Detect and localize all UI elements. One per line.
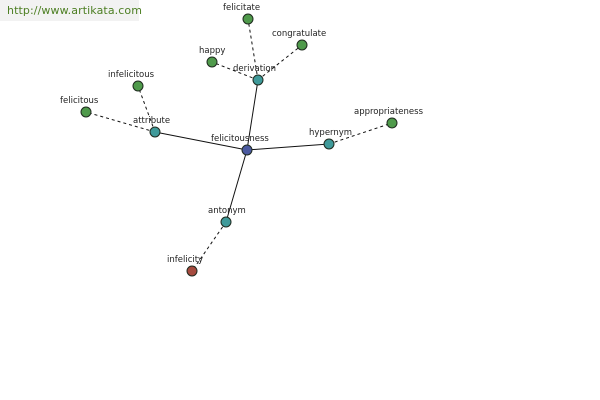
edge-felicitousness-hypernym bbox=[246, 143, 330, 151]
node-congratulate[interactable] bbox=[296, 39, 308, 51]
node-label-infelicitous: infelicitous bbox=[108, 70, 155, 80]
source-url-banner: http://www.artikata.com bbox=[0, 0, 143, 21]
node-attribute[interactable] bbox=[149, 126, 161, 138]
node-hypernym[interactable] bbox=[323, 138, 335, 150]
node-label-infelicity: infelicity bbox=[167, 255, 203, 265]
node-label-derivation: derivation bbox=[233, 64, 276, 74]
node-label-hypernym: hypernym bbox=[309, 128, 352, 138]
node-label-attribute: attribute bbox=[133, 116, 170, 126]
node-happy[interactable] bbox=[206, 56, 218, 68]
node-antonym[interactable] bbox=[220, 216, 232, 228]
graph-labels: felicitousness derivation attribute hyperny… bbox=[60, 3, 424, 265]
node-infelicitous[interactable] bbox=[132, 80, 144, 92]
node-label-appropriateness: appropriateness bbox=[354, 107, 424, 117]
edge-attribute-infelicitous bbox=[137, 85, 156, 133]
graph-edges bbox=[85, 18, 393, 272]
edge-felicitousness-attribute bbox=[154, 131, 248, 151]
edge-derivation-happy bbox=[211, 61, 259, 81]
edge-felicitousness-derivation bbox=[246, 79, 259, 151]
node-label-felicitate: felicitate bbox=[223, 3, 260, 13]
node-label-felicitousness: felicitousness bbox=[211, 134, 269, 144]
edge-derivation-congratulate bbox=[257, 44, 303, 81]
node-felicitousness[interactable] bbox=[241, 144, 253, 156]
node-felicitate[interactable] bbox=[242, 13, 254, 25]
node-label-happy: happy bbox=[199, 46, 225, 56]
node-derivation[interactable] bbox=[252, 74, 264, 86]
node-felicitous[interactable] bbox=[80, 106, 92, 118]
edge-derivation-felicitate bbox=[247, 18, 259, 81]
node-appropriateness[interactable] bbox=[386, 117, 398, 129]
edge-felicitousness-antonym bbox=[225, 149, 248, 223]
node-infelicity[interactable] bbox=[186, 265, 198, 277]
edge-hypernym-appropriateness bbox=[328, 122, 393, 145]
node-label-antonym: antonym bbox=[208, 206, 246, 216]
node-label-felicitous: felicitous bbox=[60, 96, 99, 106]
source-url-link[interactable]: http://www.artikata.com bbox=[7, 4, 143, 17]
edge-antonym-infelicity bbox=[191, 221, 227, 272]
node-label-congratulate: congratulate bbox=[272, 29, 326, 39]
graph-nodes bbox=[80, 13, 398, 277]
